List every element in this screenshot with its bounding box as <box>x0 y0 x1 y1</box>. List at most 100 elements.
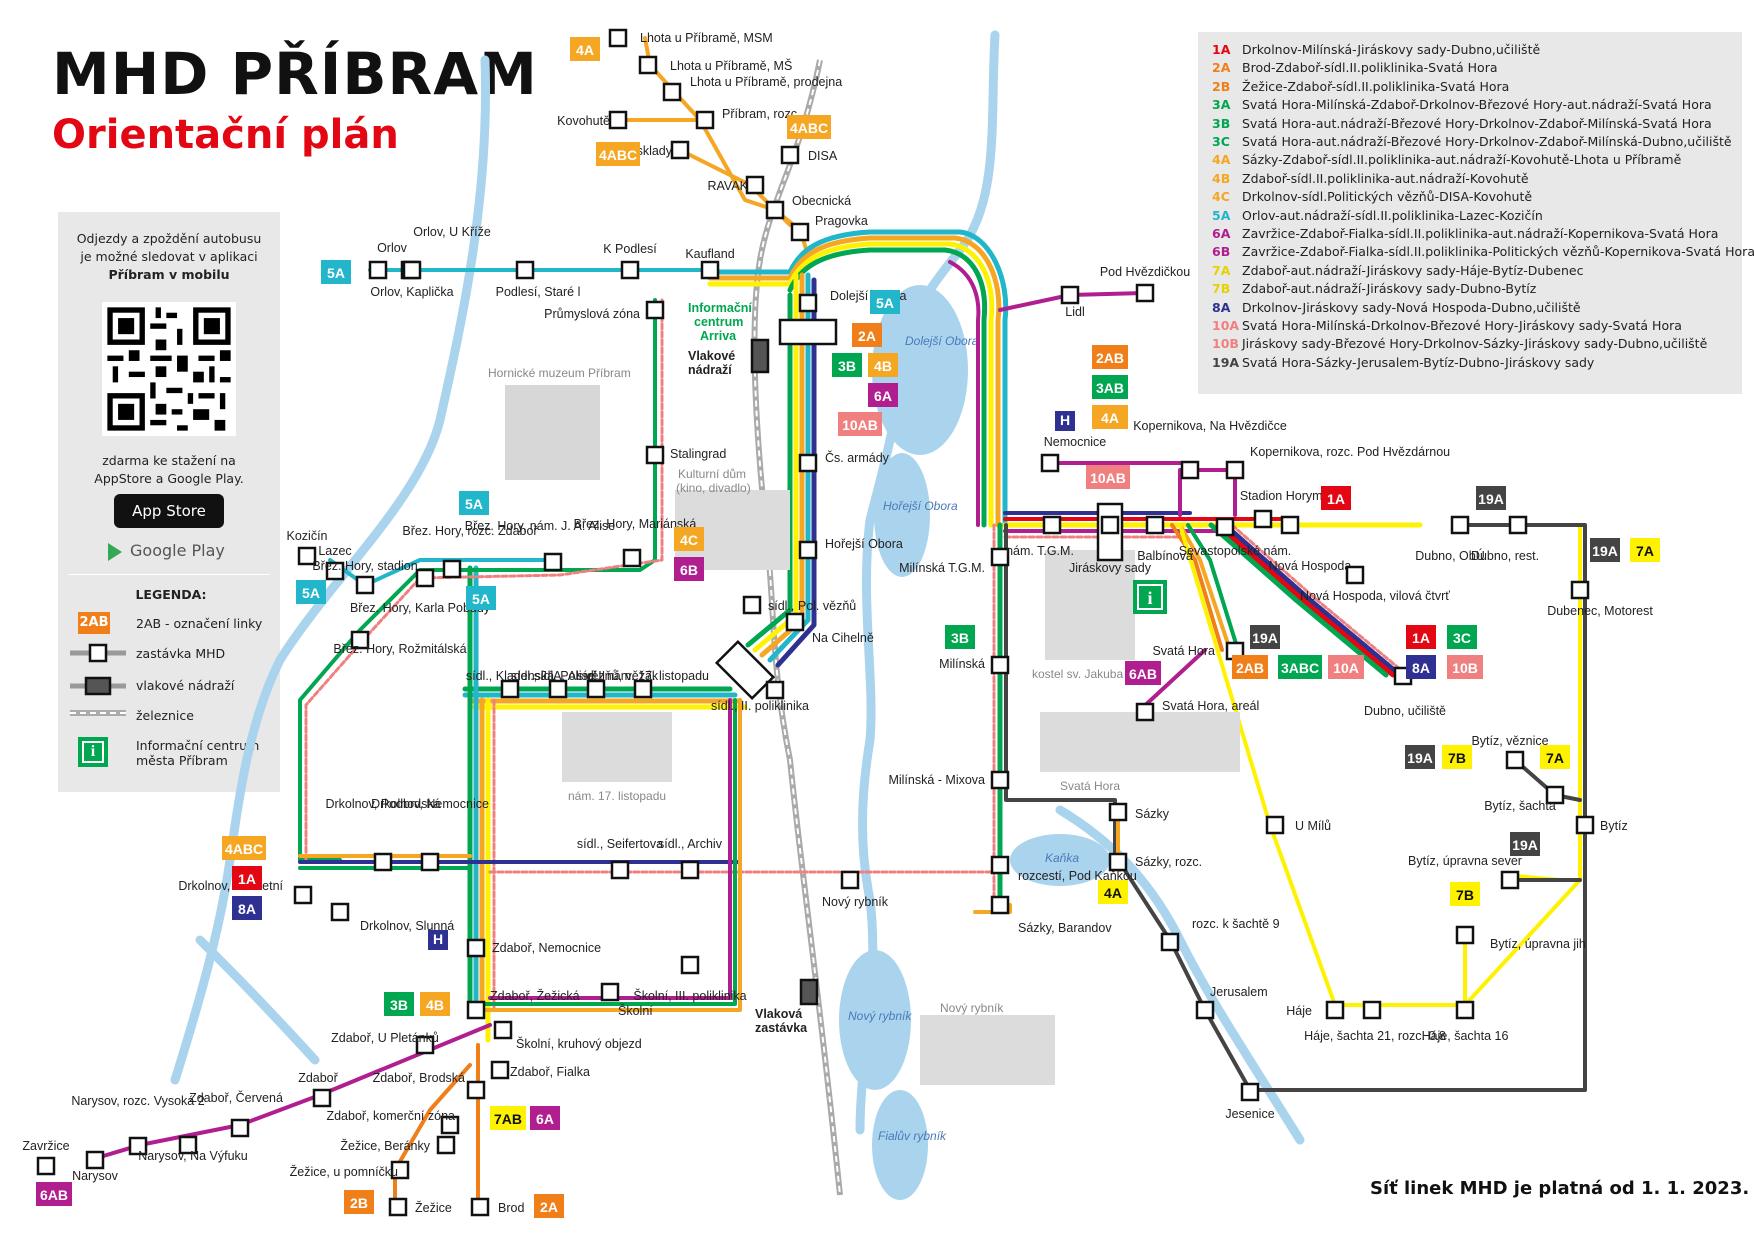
stop-marker-s19[interactable] <box>1135 283 1155 303</box>
stop-marker-s13[interactable] <box>402 260 422 280</box>
stop-marker-s42[interactable] <box>765 680 785 700</box>
stop-marker-s46[interactable] <box>1145 515 1165 535</box>
stop-marker-s34[interactable] <box>415 568 435 588</box>
stop-marker-s76[interactable] <box>293 885 313 905</box>
stop-marker-s12[interactable] <box>400 260 420 280</box>
stop-marker-s18[interactable] <box>798 293 818 313</box>
stop-marker-s54[interactable] <box>1225 641 1245 661</box>
stop-marker-s8[interactable] <box>745 175 765 195</box>
stop-marker-s52[interactable] <box>1570 580 1590 600</box>
stop-marker-s56[interactable] <box>1393 666 1413 686</box>
stop-marker-s1[interactable] <box>608 28 628 48</box>
stop-marker-s17[interactable] <box>645 300 665 320</box>
stop-marker-s24[interactable] <box>1040 453 1060 473</box>
stop-marker-s64[interactable] <box>1545 785 1565 805</box>
stop-marker-s63[interactable] <box>1505 750 1525 770</box>
stop-marker-s91[interactable] <box>230 1118 250 1138</box>
stop-marker-s85[interactable] <box>493 1020 513 1040</box>
stop-marker-s25[interactable] <box>1180 460 1200 480</box>
stop-marker-s62[interactable] <box>1265 815 1285 835</box>
stop-marker-s31[interactable] <box>442 559 462 579</box>
stop-marker-s32[interactable] <box>543 552 563 572</box>
qr-code[interactable] <box>102 302 236 436</box>
stop-marker-s14[interactable] <box>515 260 535 280</box>
stop-marker-s45[interactable] <box>1100 515 1120 535</box>
stop-marker-s43[interactable] <box>990 547 1010 567</box>
stop-marker-s81[interactable] <box>466 938 486 958</box>
stop-marker-s33[interactable] <box>622 548 642 568</box>
stop-marker-s49[interactable] <box>1345 565 1365 585</box>
app-store-button[interactable]: App Store <box>114 494 224 528</box>
stop-marker-s66[interactable] <box>1500 870 1520 890</box>
stop-marker-s4[interactable] <box>608 110 628 130</box>
stop-marker-s48[interactable] <box>1280 515 1300 535</box>
stop-marker-s89[interactable] <box>440 1115 460 1135</box>
stop-marker-s29[interactable] <box>325 561 345 581</box>
stop-marker-s82[interactable] <box>466 1000 486 1020</box>
stop-marker-s65[interactable] <box>1575 815 1595 835</box>
stop-marker-s5[interactable] <box>695 110 715 130</box>
stop-marker-s41[interactable] <box>785 612 805 632</box>
stop-marker-s93[interactable] <box>178 1135 198 1155</box>
stop-marker-s97[interactable] <box>390 1160 410 1180</box>
stop-marker-s38[interactable] <box>586 679 606 699</box>
stop-marker-s84[interactable] <box>680 955 700 975</box>
stop-marker-s88[interactable] <box>490 1060 510 1080</box>
stop-marker-s83[interactable] <box>600 982 620 1002</box>
stop-marker-s57[interactable] <box>990 770 1010 790</box>
stop-marker-s72[interactable] <box>1362 1000 1382 1020</box>
stop-marker-s79[interactable] <box>680 860 700 880</box>
stop-marker-s90[interactable] <box>312 1088 332 1108</box>
stop-marker-s60[interactable] <box>990 855 1010 875</box>
stop-marker-s28[interactable] <box>297 546 317 566</box>
stop-marker-s55[interactable] <box>1135 702 1155 722</box>
stop-marker-s26[interactable] <box>1225 460 1245 480</box>
stop-marker-s16[interactable] <box>700 260 720 280</box>
stop-marker-s15[interactable] <box>620 260 640 280</box>
stop-marker-s77[interactable] <box>330 902 350 922</box>
stop-marker-s67[interactable] <box>1455 925 1475 945</box>
stop-marker-s35[interactable] <box>350 630 370 650</box>
stop-marker-s11[interactable] <box>368 260 388 280</box>
stop-marker-s94[interactable] <box>85 1150 105 1170</box>
stop-marker-s92[interactable] <box>128 1136 148 1156</box>
stop-marker-s58[interactable] <box>1108 802 1128 822</box>
stop-marker-s75[interactable] <box>420 852 440 872</box>
stop-marker-s80[interactable] <box>840 870 860 890</box>
stop-marker-s69[interactable] <box>1195 1000 1215 1020</box>
stop-marker-s71[interactable] <box>1325 1000 1345 1020</box>
stop-marker-s95[interactable] <box>36 1156 56 1176</box>
stop-marker-s9[interactable] <box>765 200 785 220</box>
stop-marker-s20[interactable] <box>1060 285 1080 305</box>
stop-marker-s30[interactable] <box>355 575 375 595</box>
stop-marker-s53[interactable] <box>990 655 1010 675</box>
stop-marker-s21[interactable] <box>645 445 665 465</box>
stop-marker-s87[interactable] <box>466 1080 486 1100</box>
stop-marker-s78[interactable] <box>610 860 630 880</box>
stop-marker-s86[interactable] <box>415 1035 435 1055</box>
stop-marker-s47[interactable] <box>1215 517 1235 537</box>
stop-marker-s70[interactable] <box>1240 1082 1260 1102</box>
stop-marker-s23[interactable] <box>798 540 818 560</box>
google-play-button[interactable]: Google Play <box>108 536 238 566</box>
stop-marker-s10[interactable] <box>790 222 810 242</box>
stop-marker-s3[interactable] <box>662 82 682 102</box>
stop-marker-s96[interactable] <box>436 1135 456 1155</box>
stop-marker-s51[interactable] <box>1508 515 1528 535</box>
stop-marker-s61[interactable] <box>990 895 1010 915</box>
stop-marker-s59[interactable] <box>1108 852 1128 872</box>
stop-marker-s39[interactable] <box>633 679 653 699</box>
stop-marker-s36[interactable] <box>500 679 520 699</box>
stop-marker-s7[interactable] <box>780 145 800 165</box>
stop-marker-s44[interactable] <box>1042 515 1062 535</box>
stop-marker-s40[interactable] <box>742 595 762 615</box>
stop-marker-s27[interactable] <box>1253 509 1273 529</box>
stop-marker-s22[interactable] <box>798 453 818 473</box>
stop-marker-s74[interactable] <box>373 852 393 872</box>
stop-marker-s73[interactable] <box>1455 1000 1475 1020</box>
stop-marker-s37[interactable] <box>548 679 568 699</box>
stop-marker-s99[interactable] <box>470 1197 490 1217</box>
stop-marker-s50[interactable] <box>1450 515 1470 535</box>
stop-marker-s68[interactable] <box>1160 932 1180 952</box>
stop-marker-s2[interactable] <box>638 55 658 75</box>
